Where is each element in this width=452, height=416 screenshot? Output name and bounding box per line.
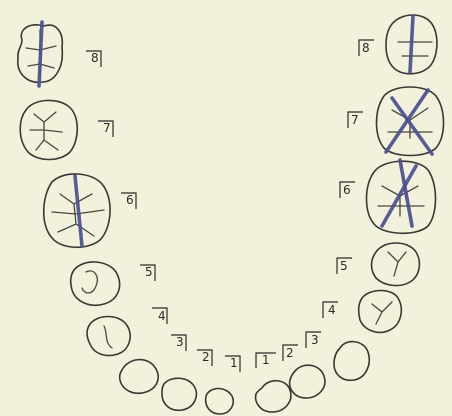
number-left-4: 4: [158, 309, 166, 323]
number-right-4: 4: [328, 303, 336, 317]
number-right-3: 3: [311, 333, 319, 347]
number-left-2: 2: [202, 350, 210, 364]
number-left-3: 3: [176, 335, 184, 349]
number-left-6: 6: [126, 193, 134, 207]
number-left-7: 7: [103, 121, 111, 135]
number-left-1: 1: [230, 356, 238, 370]
number-right-8: 8: [362, 41, 370, 55]
number-right-1: 1: [262, 353, 270, 367]
number-left-8: 8: [91, 51, 99, 65]
number-right-6: 6: [343, 183, 351, 197]
number-left-5: 5: [145, 265, 153, 279]
number-right-2: 2: [286, 346, 294, 360]
number-right-7: 7: [351, 113, 359, 127]
number-right-5: 5: [340, 259, 348, 273]
